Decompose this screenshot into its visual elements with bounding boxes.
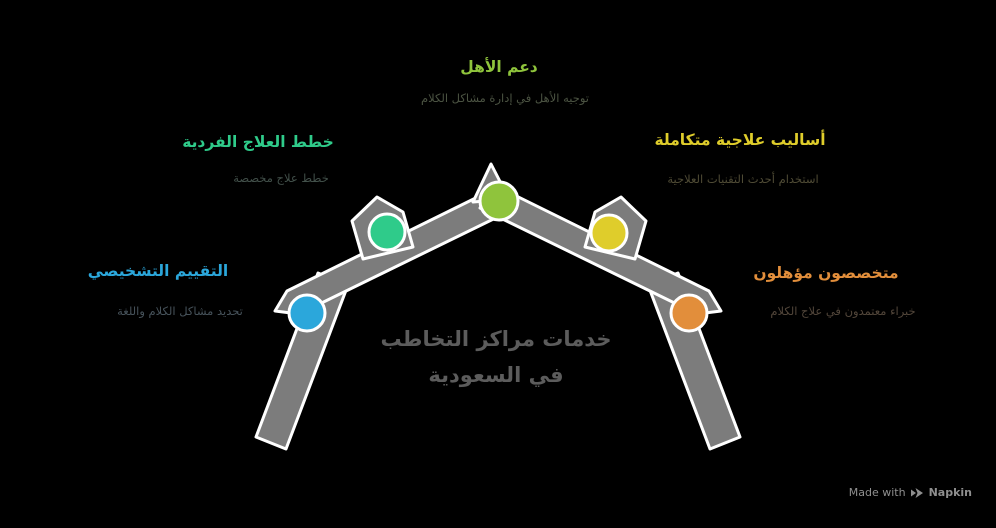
subtitle-qualified-specialists: خبراء معتمدون في علاج الكلام xyxy=(770,304,916,318)
heading-family-support: دعم الأهل xyxy=(460,58,538,76)
node-circle-individual-treatment-plans xyxy=(367,212,407,252)
node-circle-diagnostic-assessment xyxy=(287,293,327,333)
page-title: خدمات مراكز التخاطب في السعودية xyxy=(380,321,611,393)
subtitle-individual-treatment-plans: خطط علاج مخصصة xyxy=(233,171,329,185)
node-circle-qualified-specialists xyxy=(669,293,709,333)
node-circle-integrated-therapy-methods xyxy=(589,213,629,253)
watermark-prefix: Made with xyxy=(848,486,906,499)
napkin-logo-icon xyxy=(910,488,923,498)
made-with-napkin-watermark[interactable]: Made with Napkin xyxy=(849,486,972,500)
page-title-line1: خدمات مراكز التخاطب xyxy=(380,327,612,351)
subtitle-diagnostic-assessment: تحديد مشاكل الكلام واللغة xyxy=(117,304,243,318)
heading-integrated-therapy-methods: أساليب علاجية متكاملة xyxy=(654,131,826,149)
node-circle-family-support xyxy=(478,180,520,222)
subtitle-family-support: توجيه الأهل في إدارة مشاكل الكلام xyxy=(420,91,589,105)
heading-qualified-specialists: متخصصون مؤهلون xyxy=(753,264,899,282)
heading-diagnostic-assessment: التقييم التشخيصي xyxy=(87,262,229,280)
page-title-line2: في السعودية xyxy=(428,363,564,387)
subtitle-integrated-therapy-methods: استخدام أحدث التقنيات العلاجية xyxy=(667,172,819,186)
watermark-brand: Napkin xyxy=(928,486,972,499)
heading-individual-treatment-plans: خطط العلاج الفردية xyxy=(182,133,334,151)
